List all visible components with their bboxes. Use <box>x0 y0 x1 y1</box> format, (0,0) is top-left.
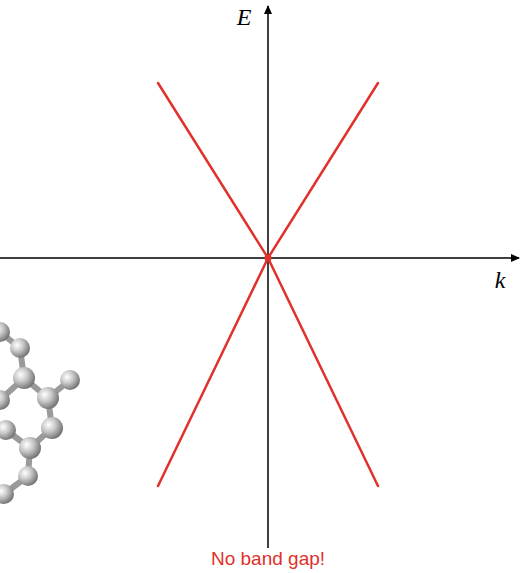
axis-label: E <box>237 5 252 29</box>
momentum-axis <box>0 257 519 259</box>
dirac-cone <box>158 83 378 486</box>
dirac-point <box>265 255 272 262</box>
note-text: No band gap! <box>211 549 325 568</box>
energy-axis <box>267 6 269 548</box>
graphene-model <box>0 322 80 504</box>
axis-label: k <box>495 268 506 292</box>
